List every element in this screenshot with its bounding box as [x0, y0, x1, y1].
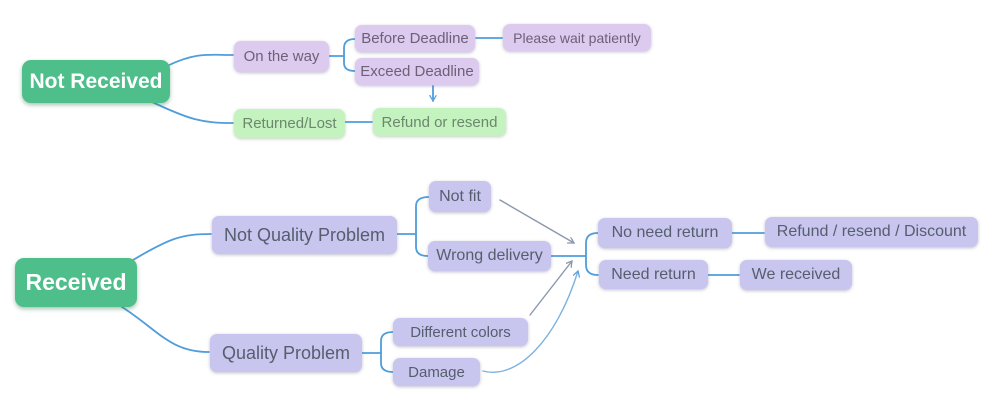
edge-ontheway-bracket [343, 38, 356, 72]
node-not-received[interactable]: Not Received [22, 60, 170, 103]
node-received[interactable]: Received [15, 258, 137, 307]
node-before-deadline[interactable]: Before Deadline [355, 25, 475, 52]
edge-notreceived-returnedlost [149, 100, 234, 124]
node-no-need-return[interactable]: No need return [598, 218, 732, 248]
edge-quality-bracket [380, 331, 394, 373]
node-exceed-deadline[interactable]: Exceed Deadline [355, 58, 479, 85]
node-returned-lost[interactable]: Returned/Lost [234, 109, 345, 138]
node-wrong-delivery[interactable]: Wrong delivery [428, 241, 551, 271]
node-damage[interactable]: Damage [393, 358, 480, 386]
edge-received-quality [121, 306, 210, 353]
node-on-the-way[interactable]: On the way [234, 41, 329, 72]
edge-notreceived-ontheway [166, 53, 234, 67]
arrow-notfit-junction [499, 199, 574, 244]
node-need-return[interactable]: Need return [599, 260, 708, 289]
node-refund-or-resend[interactable]: Refund or resend [373, 108, 506, 136]
node-different-colors[interactable]: Different colors [393, 318, 528, 346]
node-please-wait-patiently[interactable]: Please wait patiently [503, 24, 651, 51]
edge-received-notquality [132, 233, 212, 261]
node-refund-resend-discount[interactable]: Refund / resend / Discount [765, 217, 978, 247]
node-we-received[interactable]: We received [740, 260, 852, 290]
edge-junction-bracket [585, 232, 599, 276]
node-not-fit[interactable]: Not fit [429, 181, 491, 212]
node-quality-problem[interactable]: Quality Problem [210, 334, 362, 372]
node-not-quality-problem[interactable]: Not Quality Problem [212, 216, 397, 254]
